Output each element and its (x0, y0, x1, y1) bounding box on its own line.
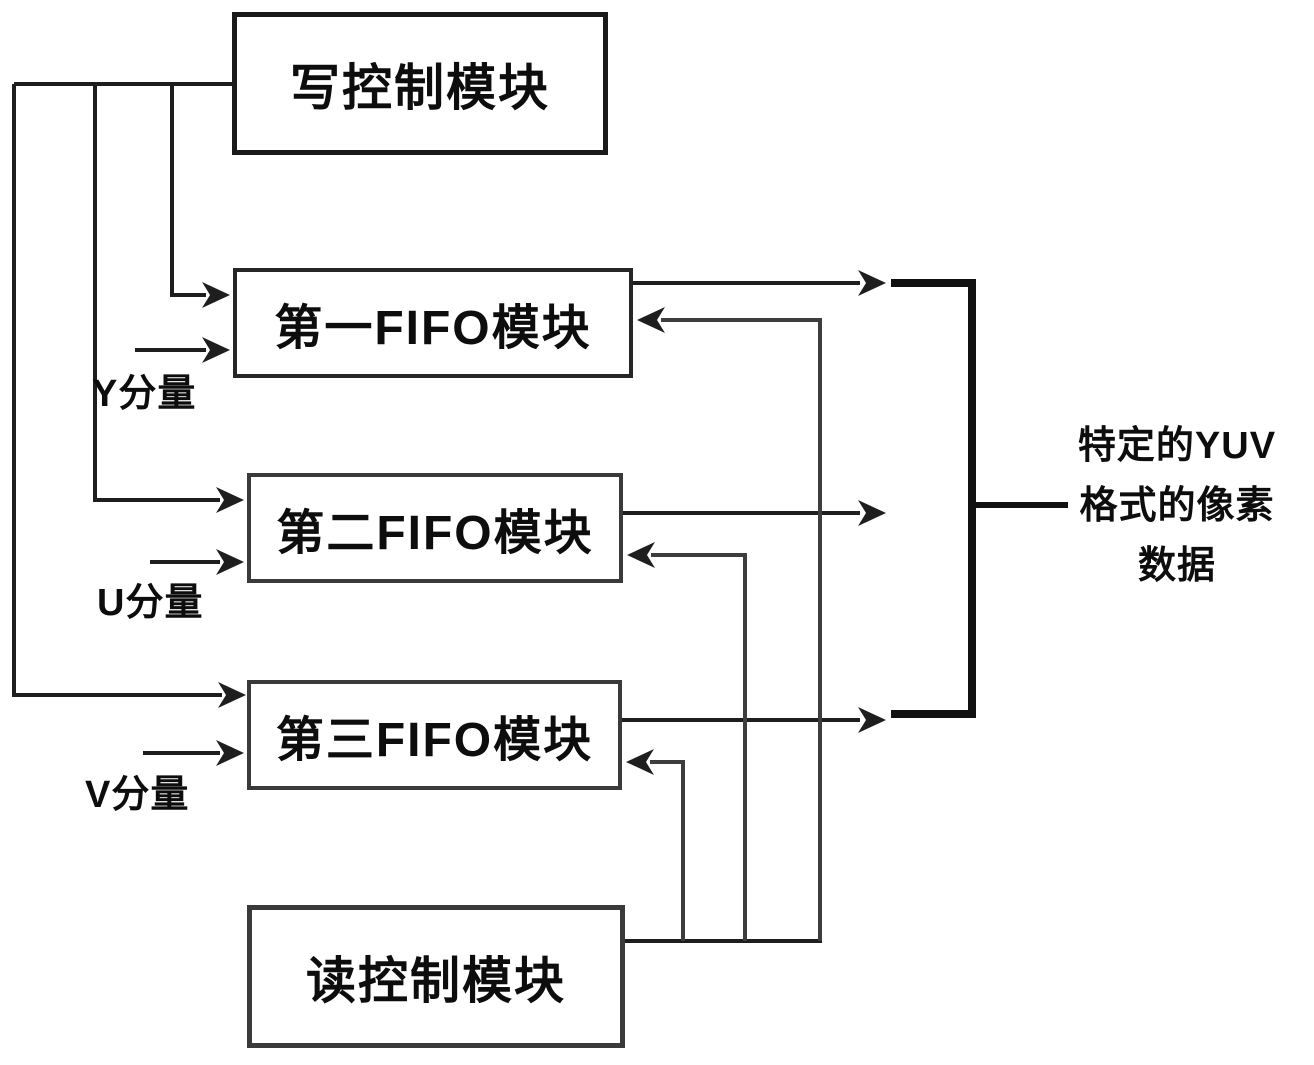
node-fifo-1-label: 第一FIFO模块 (274, 302, 592, 355)
output-annotation-line1: 特定的YUV (1077, 425, 1277, 467)
output-annotation-line2: 格式的像素 (1079, 485, 1275, 527)
arrow-right-icon (216, 740, 244, 766)
merge-bracket (891, 279, 976, 718)
u-component-label: U分量 (97, 582, 204, 624)
node-write-control: 写控制模块 (232, 12, 608, 155)
read-to-fifo2-line (651, 553, 747, 941)
node-fifo-3-label: 第三FIFO模块 (275, 714, 594, 767)
node-fifo-1: 第一FIFO模块 (233, 268, 633, 378)
node-read-control-label: 读控制模块 (306, 952, 566, 1009)
node-fifo-2-label: 第二FIFO模块 (276, 507, 594, 560)
read-to-fifo1-line (661, 318, 822, 941)
arrow-left-icon (626, 749, 654, 775)
arrow-right-icon (202, 337, 230, 363)
arrow-right-icon (216, 487, 244, 513)
arrow-right-icon (218, 682, 246, 708)
write-to-fifo1-line (170, 84, 206, 297)
node-fifo-3: 第三FIFO模块 (247, 680, 622, 790)
output-annotation: 特定的YUV 格式的像素 数据 (1040, 416, 1314, 596)
output-annotation-line3: 数据 (1137, 545, 1216, 587)
arrow-left-icon (637, 307, 665, 333)
write-to-fifo2-line (93, 84, 220, 502)
arrow-right-icon (202, 282, 230, 308)
v-component-label: V分量 (85, 774, 190, 816)
arrow-left-icon (627, 542, 655, 568)
arrow-right-icon (858, 707, 886, 733)
node-read-control: 读控制模块 (247, 905, 625, 1048)
y-component-label: Y分量 (92, 373, 197, 415)
write-to-fifo3-line (12, 84, 222, 697)
arrow-right-icon (858, 500, 886, 526)
node-fifo-2: 第二FIFO模块 (247, 473, 623, 583)
arrow-right-icon (216, 549, 244, 575)
arrow-right-icon (858, 270, 886, 296)
read-to-fifo3-line (650, 760, 685, 941)
node-write-control-label: 写控制模块 (290, 59, 550, 116)
